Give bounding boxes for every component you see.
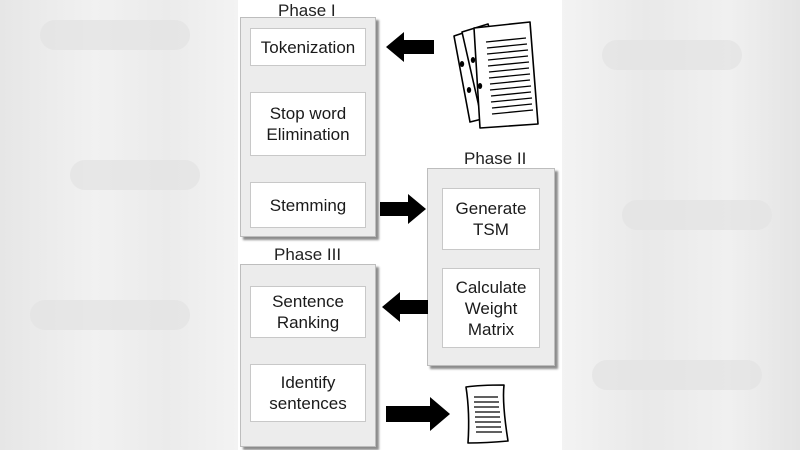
right-background-blur bbox=[562, 0, 800, 450]
step-stop-word-elimination: Stop word Elimination bbox=[250, 92, 366, 156]
background-blur-band bbox=[592, 360, 762, 390]
step-sentence-ranking: Sentence Ranking bbox=[250, 286, 366, 338]
arrow-left-icon bbox=[382, 292, 428, 322]
arrow-left-icon bbox=[386, 32, 434, 62]
diagram-canvas: Phase I Tokenization Stop word Eliminati… bbox=[238, 0, 562, 450]
document-stack-icon bbox=[453, 21, 539, 129]
phase-1-title: Phase I bbox=[278, 1, 336, 20]
phase-3-title: Phase III bbox=[274, 245, 342, 264]
step-calculate-weight-matrix: Calculate Weight Matrix bbox=[442, 268, 540, 348]
background-blur-band bbox=[622, 200, 772, 230]
step-stemming: Stemming bbox=[250, 182, 366, 228]
phase-1-box: Tokenization Stop word Elimination Stemm… bbox=[240, 17, 376, 237]
background-blur-band bbox=[70, 160, 200, 190]
phase-3-box: Sentence Ranking Identify sentences bbox=[240, 264, 376, 447]
step-generate-tsm: Generate TSM bbox=[442, 188, 540, 250]
phase-2-box: Generate TSM Calculate Weight Matrix bbox=[427, 168, 555, 366]
left-background-blur bbox=[0, 0, 238, 450]
arrow-right-icon bbox=[380, 194, 426, 224]
phase-2-title: Phase II bbox=[464, 149, 527, 168]
step-tokenization: Tokenization bbox=[250, 28, 366, 66]
arrow-right-icon bbox=[386, 397, 450, 431]
background-blur-band bbox=[602, 40, 742, 70]
background-blur-band bbox=[30, 300, 190, 330]
background-blur-band bbox=[40, 20, 190, 50]
summary-document-icon bbox=[465, 384, 509, 444]
step-identify-sentences: Identify sentences bbox=[250, 364, 366, 422]
